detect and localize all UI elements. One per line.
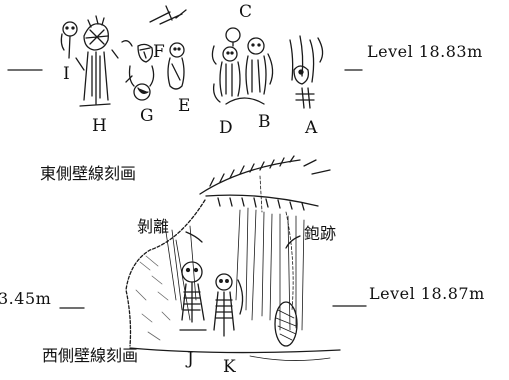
label-b: B [258, 112, 271, 132]
peeling-area-outline [125, 199, 206, 347]
caption-leader-plane [285, 235, 301, 249]
figure-a [289, 35, 324, 109]
figure-c [225, 27, 241, 47]
figure-d [211, 45, 241, 103]
figure-g [121, 40, 155, 101]
label-d: D [219, 118, 233, 138]
figure-e-f [149, 5, 187, 90]
label-g: G [140, 106, 154, 126]
label-k: K [223, 357, 236, 377]
figure-j [179, 261, 207, 331]
label-i: I [63, 64, 70, 84]
label-f: F [153, 42, 165, 62]
caption-west-wall: 西側壁線刻画 [42, 346, 139, 365]
label-c: C [239, 2, 253, 22]
bottom-level-right: Level 18.87m [369, 284, 485, 303]
top-level-right: Level 18.83m [367, 42, 483, 61]
figure-h [75, 15, 119, 107]
caption-leader-peeling [185, 231, 203, 243]
caption-peeling: 剝離 [137, 217, 170, 236]
rough-surface-stipple [135, 225, 197, 341]
bottom-level-left: 3.45m [0, 289, 52, 308]
floor-line [129, 347, 341, 354]
figure-i [60, 21, 78, 59]
ceiling-ledge [199, 155, 331, 211]
caption-plane-marks: 鉋跡 [304, 224, 337, 243]
label-h: H [92, 116, 107, 136]
label-e: E [178, 96, 191, 116]
floor-line-2 [249, 355, 331, 361]
label-j: J [187, 349, 194, 369]
hatched-oval [274, 301, 298, 347]
caption-east-wall: 東側壁線刻画 [40, 164, 137, 183]
figure-b [225, 37, 274, 105]
figure-k [213, 273, 244, 337]
plane-marks-hatching [235, 175, 305, 331]
label-a: A [305, 118, 318, 138]
